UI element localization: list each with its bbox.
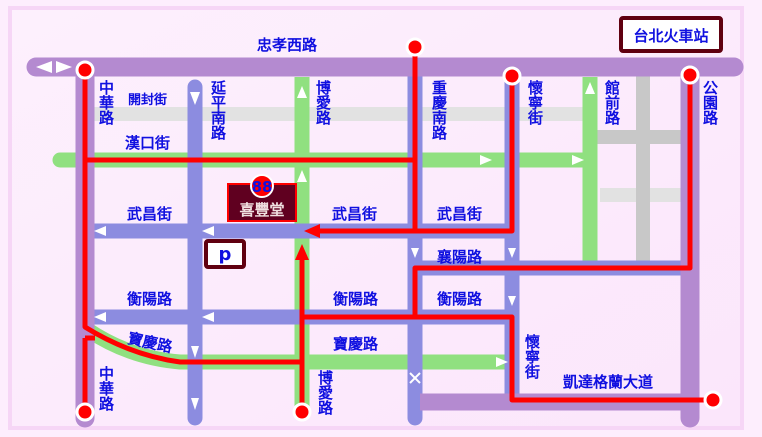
route-lines [82, 47, 713, 412]
endpoint-marker [405, 37, 425, 57]
arrow-up-icon [297, 86, 307, 98]
label-hengyang-2: 衡陽路 [333, 290, 379, 308]
label-wuchang-3: 武昌街 [437, 205, 482, 223]
arrow-left-icon [36, 61, 52, 73]
parking-marker[interactable]: p [204, 239, 246, 269]
arrow-right-icon [480, 155, 492, 165]
route-zhonghua-south [82, 335, 95, 412]
no-entry-mark-icon [409, 372, 421, 384]
label-huaining-top: 懷寧街 [526, 79, 544, 126]
label-wuchang-1: 武昌街 [127, 205, 172, 223]
label-ketagalan: 凱達格蘭大道 [563, 373, 653, 391]
arrow-down-icon [508, 296, 516, 306]
label-zhongxiao: 忠孝西路 [257, 36, 318, 54]
route-xiangyang-gongyuan [412, 75, 693, 317]
label-baoqing-2: 寶慶路 [333, 335, 379, 353]
station-box [619, 16, 723, 53]
store-marker[interactable]: 喜豐堂 88 [227, 174, 297, 222]
parking-label: p [219, 244, 232, 265]
label-hankou: 漢口街 [125, 134, 170, 152]
endpoint-marker [703, 390, 723, 410]
label-yanping: 延平南路 [209, 79, 227, 140]
arrow-right-icon [572, 155, 584, 165]
store-badge [250, 174, 274, 198]
arrow-left-icon [94, 312, 106, 322]
label-boai-top: 博愛路 [314, 79, 332, 125]
label-zhonghua-top: 中華路 [97, 79, 115, 125]
label-chongqing: 重慶南路 [430, 79, 448, 140]
arrow-left-icon [202, 226, 214, 236]
label-gongyuan: 公園路 [701, 80, 719, 125]
parking-icon [204, 239, 246, 269]
arrow-down-icon [191, 346, 199, 358]
station-label: 台北火車站 [633, 27, 708, 45]
arrow-right-icon [56, 61, 72, 73]
arrow-down-icon [191, 398, 199, 410]
label-kaifeng: 開封街 [128, 92, 167, 108]
label-hengyang-3: 衡陽路 [437, 290, 483, 308]
store-badge-number: 88 [252, 178, 273, 196]
endpoint-marker [292, 402, 312, 422]
label-guanqian: 館前路 [603, 79, 621, 125]
endpoint-marker [680, 65, 700, 85]
route-wuchang [316, 76, 515, 234]
store-name: 喜豐堂 [239, 201, 284, 219]
label-zhonghua-bottom: 中華路 [97, 365, 115, 411]
endpoint-marker [75, 402, 95, 422]
route-hengyang-ketagalan [302, 314, 713, 403]
route-endpoints [75, 37, 723, 422]
arrow-up-icon [585, 82, 595, 94]
label-hengyang-1: 衡陽路 [127, 290, 173, 308]
arrow-down-icon [508, 248, 516, 258]
station-marker[interactable]: 台北火車站 [619, 16, 723, 53]
guanqian-area-roads [592, 75, 690, 266]
arrow-down-icon [190, 92, 200, 105]
endpoint-marker [75, 60, 95, 80]
arrow-right-icon [496, 357, 508, 367]
route-arrow-left-icon [304, 224, 320, 238]
one-way-arrows [36, 61, 595, 410]
label-wuchang-2: 武昌街 [332, 205, 377, 223]
label-huaining-bottom: 懷寧街 [523, 333, 541, 380]
arrow-left-icon [202, 312, 214, 322]
label-boai-bottom: 博愛路 [316, 369, 334, 415]
arrow-up-icon [297, 170, 307, 182]
arrow-left-icon [94, 226, 106, 236]
label-xiangyang: 襄陽路 [436, 248, 483, 266]
endpoint-marker [502, 66, 522, 86]
route-zhonghua-baoqing [82, 70, 302, 365]
route-arrow-up-icon [295, 244, 309, 260]
arrow-down-icon [411, 248, 419, 258]
